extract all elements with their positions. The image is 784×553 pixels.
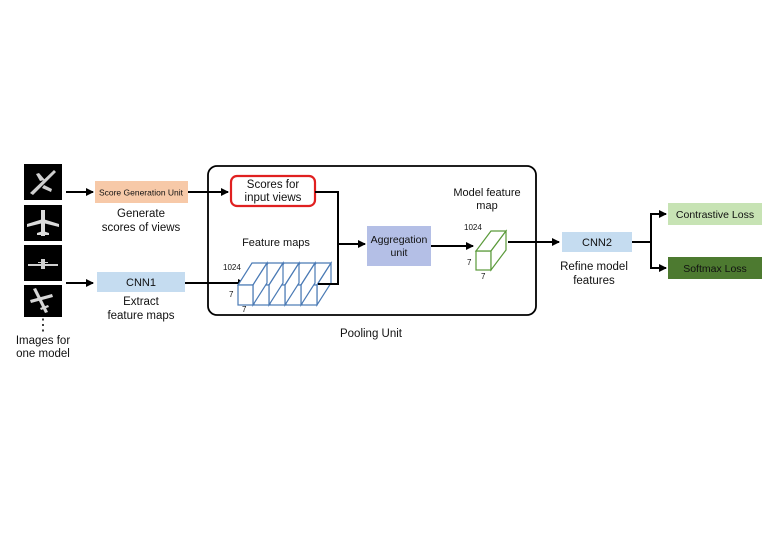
feature-maps-dim-depth: 1024	[223, 263, 241, 272]
aggregation-box	[367, 226, 431, 266]
pooling-unit-label: Pooling Unit	[340, 328, 403, 340]
model-map-dim-w: 7	[481, 272, 486, 281]
input-images-caption-line2: one model	[16, 348, 70, 360]
input-images-caption-line1: Images for	[16, 335, 70, 347]
input-image-3	[24, 245, 62, 281]
aggregation-line1: Aggregation	[371, 234, 428, 246]
cnn2-caption-line2: features	[573, 275, 615, 287]
feature-map-cube	[236, 260, 269, 308]
feature-maps-label: Feature maps	[242, 237, 310, 249]
contrastive-loss-block: Contrastive Loss	[668, 203, 762, 225]
airplane-icon	[30, 170, 56, 195]
contrastive-loss-label: Contrastive Loss	[676, 209, 754, 221]
feature-maps-dim-h: 7	[229, 290, 234, 299]
cnn1-caption-line1: Extract	[123, 296, 160, 308]
cnn2-block: CNN2 Refine model features	[560, 232, 632, 287]
model-map-dim-h: 7	[467, 258, 472, 267]
input-images: ⋮ Images for one model	[16, 164, 70, 360]
input-image-4	[24, 285, 62, 317]
model-feature-map-cube	[474, 229, 508, 272]
pooling-unit: Pooling Unit Scores for input views Feat…	[207, 165, 537, 340]
feature-maps-dim-w: 7	[242, 305, 247, 314]
cnn2-label: CNN2	[582, 237, 612, 249]
score-generation-unit-label: Score Generation Unit	[99, 188, 184, 198]
aggregation-line2: unit	[391, 247, 408, 259]
connector-cnn2-to-softmax	[650, 242, 667, 272]
scores-line1: Scores for	[247, 179, 300, 191]
connector-features-to-aggregation	[318, 244, 339, 285]
softmax-loss-label: Softmax Loss	[683, 263, 747, 275]
pooling-unit-border	[207, 165, 537, 316]
cnn1-caption-line2: feature maps	[107, 310, 174, 322]
cnn1-block: CNN1 Extract feature maps	[97, 272, 185, 322]
cnn1-label: CNN1	[126, 277, 156, 289]
cnn2-caption-line1: Refine model	[560, 261, 628, 273]
feature-maps-stack	[236, 260, 333, 308]
input-image-1	[24, 164, 62, 200]
model-feature-map-line2: map	[476, 200, 497, 212]
model-map-dim-depth: 1024	[464, 223, 482, 232]
model-feature-map-line1: Model feature	[453, 187, 520, 199]
softmax-loss-block: Softmax Loss	[668, 257, 762, 279]
airplane-icon	[27, 210, 59, 236]
input-image-2	[24, 205, 62, 241]
input-ellipsis: ⋮	[35, 317, 51, 334]
connector-cnn2-to-losses	[632, 214, 652, 243]
connector-scores-to-aggregation	[315, 191, 366, 248]
score-generation-unit: Score Generation Unit Generate scores of…	[95, 181, 188, 234]
score-unit-caption-line2: scores of views	[102, 222, 181, 234]
airplane-icon	[30, 288, 53, 313]
scores-line2: input views	[245, 192, 302, 204]
score-unit-caption-line1: Generate	[117, 208, 165, 220]
airplane-icon	[28, 259, 58, 269]
